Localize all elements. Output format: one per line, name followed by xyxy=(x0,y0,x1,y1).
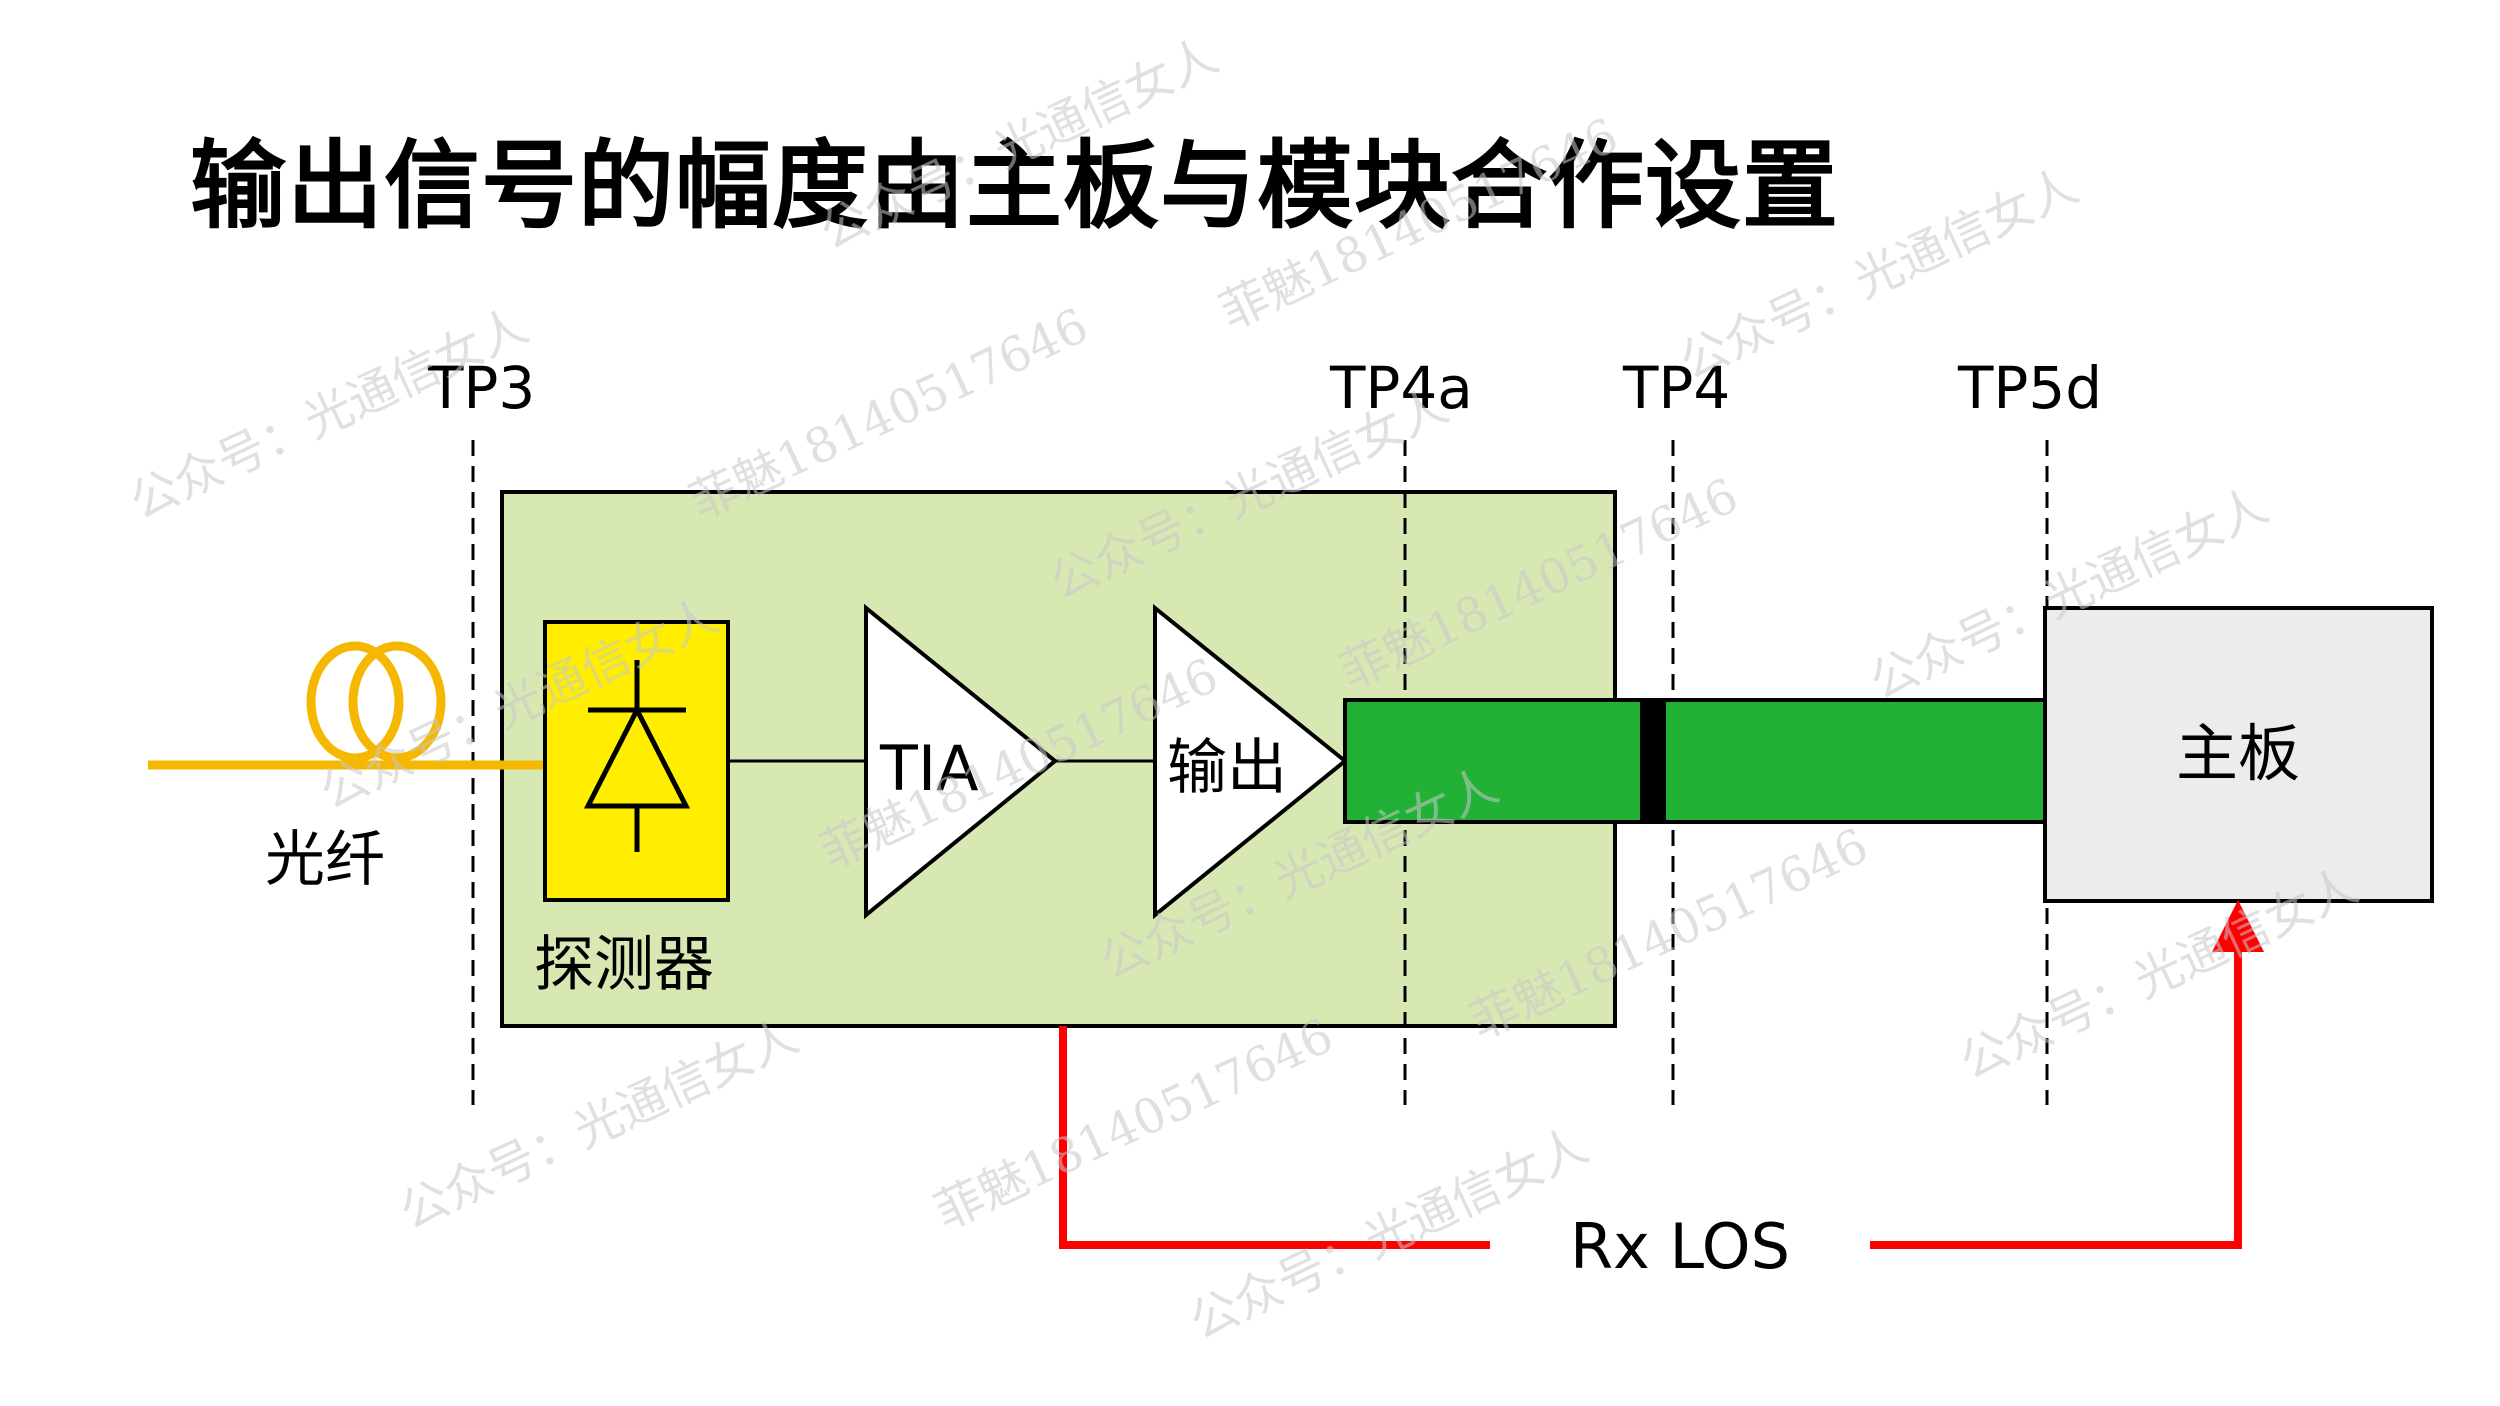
tp4-label: TP4 xyxy=(1622,354,1730,422)
slide-title: 输出信号的幅度由主板与模块合作设置 xyxy=(190,130,1839,242)
watermark-account: 公众号：光通信女人 xyxy=(811,28,1226,261)
tp4a-label: TP4a xyxy=(1329,354,1473,422)
edge-connector-bus xyxy=(1343,698,2047,824)
mainboard-box xyxy=(2043,606,2434,903)
connector-divider xyxy=(1640,700,1666,822)
output-amplifier xyxy=(1153,603,1349,920)
tp3-label: TP3 xyxy=(427,354,535,422)
watermark-contact: 菲魅18140517646 xyxy=(1211,108,1626,341)
watermark-contact: 菲魅18140517646 xyxy=(926,1008,1341,1241)
fiber-label: 光纤 xyxy=(265,825,385,895)
tp5d-label: TP5d xyxy=(1957,354,2102,422)
rx-los-path-left xyxy=(1059,1026,1490,1249)
output-label: 输出 xyxy=(1167,733,1287,803)
photodiode-icon xyxy=(583,660,691,852)
rx-los-arrowhead xyxy=(2212,900,2264,952)
tia-label: TIA xyxy=(879,732,979,805)
mainboard-label: 主板 xyxy=(2176,717,2300,790)
rx-los-path-right xyxy=(1870,945,2242,1249)
tia-amplifier xyxy=(864,603,1059,920)
fiber-coil-icon xyxy=(306,641,446,763)
watermark-account: 公众号：光通信女人 xyxy=(391,1008,806,1241)
watermark-account: 公众号：光通信女人 xyxy=(1181,1118,1596,1351)
detector-label: 探测器 xyxy=(534,930,714,1000)
rx-los-label: Rx LOS xyxy=(1570,1210,1790,1283)
